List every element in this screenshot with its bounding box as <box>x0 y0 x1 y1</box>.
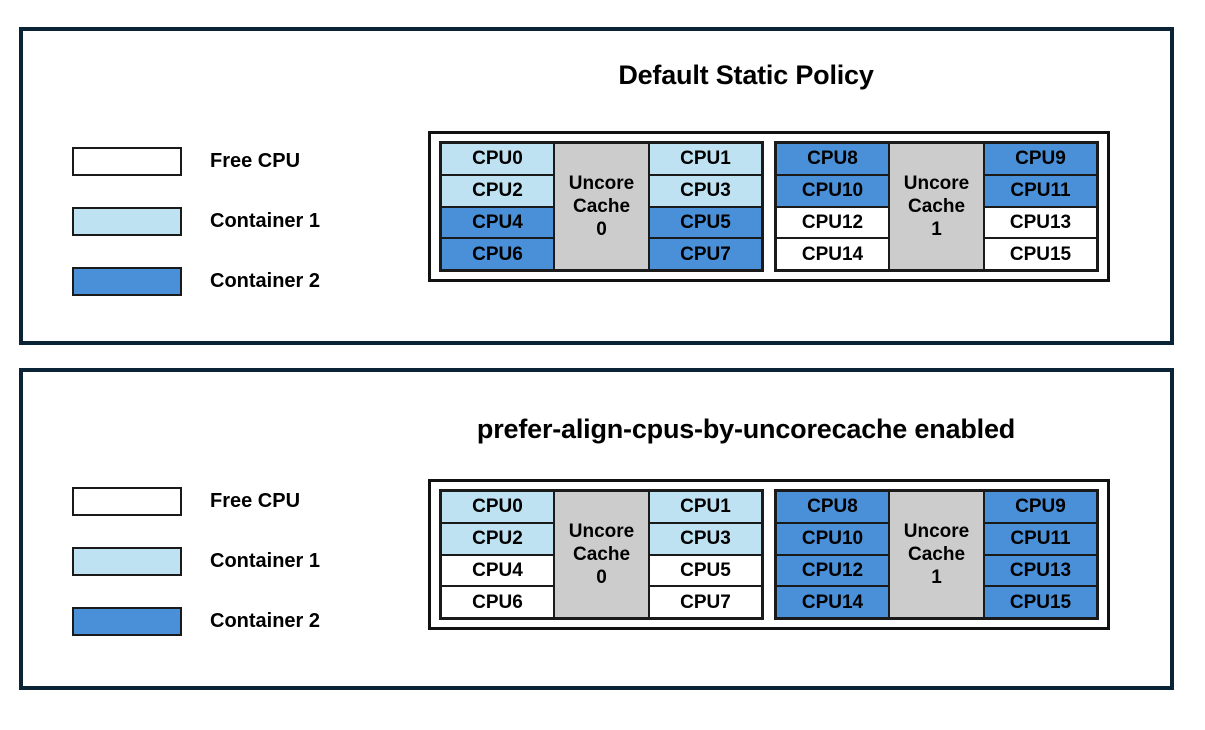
cpu-column-left: CPU0 CPU2 CPU4 CPU6 <box>441 143 554 270</box>
cpu-cell: CPU3 <box>649 522 762 555</box>
uncore-cache-line: Cache <box>572 195 631 217</box>
cpu-cell: CPU14 <box>776 238 889 270</box>
cpu-cell: CPU7 <box>649 238 762 270</box>
cpu-cell: CPU1 <box>649 143 762 175</box>
cpu-cell: CPU4 <box>441 554 554 587</box>
uncore-cache-line: Cache <box>907 543 966 565</box>
cpu-cell: CPU11 <box>984 174 1097 207</box>
cpu-cell: CPU5 <box>649 206 762 239</box>
panel-title-top: Default Static Policy <box>618 60 874 90</box>
legend-label-container-2: Container 2 <box>210 609 321 632</box>
legend-item-free-cpu: Free CPU <box>72 131 320 191</box>
cpu-cell: CPU13 <box>984 554 1097 587</box>
uncore-cache-block: Uncore Cache 1 <box>889 143 984 270</box>
legend-item-container-1: Container 1 <box>72 531 320 591</box>
cpu-cell: CPU5 <box>649 554 762 587</box>
cpu-grid-top: CPU0 CPU2 CPU4 CPU6 Uncore Cache 0 CPU1 … <box>428 131 1110 282</box>
cpu-cell: CPU0 <box>441 143 554 175</box>
cpu-cell: CPU4 <box>441 206 554 239</box>
cpu-cell: CPU3 <box>649 174 762 207</box>
cpu-cell: CPU14 <box>776 586 889 618</box>
cpu-cell: CPU10 <box>776 174 889 207</box>
cpu-cell: CPU9 <box>984 143 1097 175</box>
uncore-cache-index: 0 <box>596 219 607 241</box>
panel-title-bottom: prefer-align-cpus-by-uncorecache enabled <box>476 414 1016 444</box>
uncore-cache-line: Uncore <box>568 172 635 194</box>
legend-swatch-container-2 <box>72 266 182 296</box>
cpu-cell: CPU2 <box>441 522 554 555</box>
cpu-cell: CPU8 <box>776 143 889 175</box>
cpu-cell: CPU1 <box>649 491 762 523</box>
cache-group-0: CPU0 CPU2 CPU4 CPU6 Uncore Cache 0 CPU1 … <box>439 141 764 272</box>
legend-swatch-free-cpu <box>72 146 182 176</box>
legend-swatch-container-1 <box>72 206 182 236</box>
legend-label-container-1: Container 1 <box>210 209 321 232</box>
cache-group-1: CPU8 CPU10 CPU12 CPU14 Uncore Cache 1 CP… <box>774 489 1099 620</box>
cpu-cell: CPU13 <box>984 206 1097 239</box>
cpu-column-left: CPU8 CPU10 CPU12 CPU14 <box>776 143 889 270</box>
cpu-column-right: CPU9 CPU11 CPU13 CPU15 <box>984 143 1097 270</box>
cpu-cell: CPU15 <box>984 238 1097 270</box>
cpu-cell: CPU7 <box>649 586 762 618</box>
uncore-cache-block: Uncore Cache 0 <box>554 143 649 270</box>
uncore-cache-index: 0 <box>596 567 607 589</box>
cpu-cell: CPU9 <box>984 491 1097 523</box>
uncore-cache-line: Uncore <box>568 520 635 542</box>
legend-bottom: Free CPU Container 1 Container 2 <box>72 471 320 651</box>
cache-group-1: CPU8 CPU10 CPU12 CPU14 Uncore Cache 1 CP… <box>774 141 1099 272</box>
cache-group-0: CPU0 CPU2 CPU4 CPU6 Uncore Cache 0 CPU1 … <box>439 489 764 620</box>
legend-swatch-container-2 <box>72 606 182 636</box>
legend-label-container-2: Container 2 <box>210 269 321 292</box>
cpu-cell: CPU12 <box>776 206 889 239</box>
uncore-cache-line: Cache <box>572 543 631 565</box>
legend-swatch-free-cpu <box>72 486 182 516</box>
legend-item-container-1: Container 1 <box>72 191 320 251</box>
cpu-column-right: CPU9 CPU11 CPU13 CPU15 <box>984 491 1097 618</box>
cpu-cell: CPU15 <box>984 586 1097 618</box>
cpu-column-left: CPU8 CPU10 CPU12 CPU14 <box>776 491 889 618</box>
cpu-cell: CPU2 <box>441 174 554 207</box>
cpu-column-right: CPU1 CPU3 CPU5 CPU7 <box>649 491 762 618</box>
cpu-cell: CPU12 <box>776 554 889 587</box>
uncore-cache-block: Uncore Cache 1 <box>889 491 984 618</box>
cpu-cell: CPU10 <box>776 522 889 555</box>
cpu-grid-bottom: CPU0 CPU2 CPU4 CPU6 Uncore Cache 0 CPU1 … <box>428 479 1110 630</box>
uncore-cache-index: 1 <box>931 567 942 589</box>
uncore-cache-line: Cache <box>907 195 966 217</box>
legend-swatch-container-1 <box>72 546 182 576</box>
legend-item-container-2: Container 2 <box>72 591 320 651</box>
legend-label-free-cpu: Free CPU <box>210 489 301 512</box>
cpu-cell: CPU11 <box>984 522 1097 555</box>
legend-item-container-2: Container 2 <box>72 251 320 311</box>
legend-label-container-1: Container 1 <box>210 549 321 572</box>
legend-label-free-cpu: Free CPU <box>210 149 301 172</box>
cpu-cell: CPU8 <box>776 491 889 523</box>
legend-top: Free CPU Container 1 Container 2 <box>72 131 320 311</box>
cpu-column-left: CPU0 CPU2 CPU4 CPU6 <box>441 491 554 618</box>
uncore-cache-line: Uncore <box>903 172 970 194</box>
cpu-cell: CPU6 <box>441 586 554 618</box>
cpu-column-right: CPU1 CPU3 CPU5 CPU7 <box>649 143 762 270</box>
legend-item-free-cpu: Free CPU <box>72 471 320 531</box>
uncore-cache-line: Uncore <box>903 520 970 542</box>
uncore-cache-block: Uncore Cache 0 <box>554 491 649 618</box>
cpu-cell: CPU6 <box>441 238 554 270</box>
cpu-cell: CPU0 <box>441 491 554 523</box>
uncore-cache-index: 1 <box>931 219 942 241</box>
